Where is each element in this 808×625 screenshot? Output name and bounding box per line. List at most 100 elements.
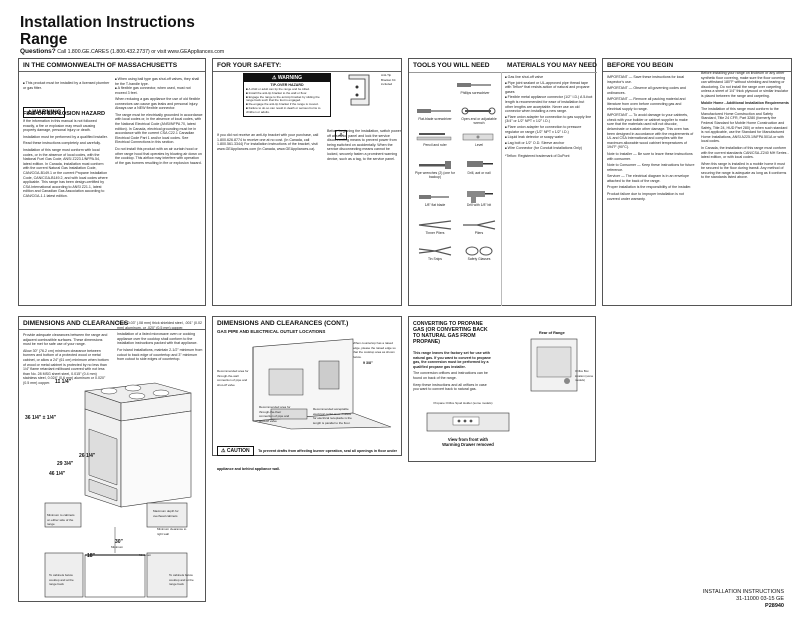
mass-bullet: A flexible gas connector, when used, mus… bbox=[115, 86, 203, 95]
questions-label: Questions? bbox=[20, 48, 56, 55]
tools-heading: TOOLS YOU WILL NEED bbox=[413, 62, 490, 69]
tool-label: Open-end or adjustable wrench bbox=[461, 117, 497, 125]
title-line-1: Installation Instructions bbox=[20, 14, 195, 31]
dim-depth-door-open: 46 1/4" bbox=[49, 471, 66, 477]
anti-tip-bracket-illustration bbox=[348, 74, 370, 106]
material-item: Flare union adapter for connection to ga… bbox=[505, 115, 593, 124]
convert-text-a: The conversion orifices and instructions… bbox=[413, 371, 488, 380]
panel-safety: FOR YOUR SAFETY: ⚠ WARNING TIP-OVER HAZA… bbox=[212, 58, 402, 306]
footer-line-1: INSTALLATION INSTRUCTIONS bbox=[702, 589, 784, 595]
screwdriver-icon bbox=[457, 83, 491, 87]
mass-heading: IN THE COMMONWEALTH OF MASSACHUSETTS bbox=[19, 59, 205, 72]
questions-line: Questions? Call 1.800.GE.CARES (1.800.43… bbox=[20, 48, 224, 55]
safety-glasses-icon bbox=[465, 246, 493, 256]
begin-column-1: IMPORTANT — Save these instructions for … bbox=[607, 75, 695, 201]
fire-text-c: Read these instructions completely and c… bbox=[23, 141, 101, 146]
tip-line: Engage the range to the anti-tip bracket… bbox=[246, 95, 328, 104]
mobile-home-heading: Mobile Home - Additional Installation Re… bbox=[701, 100, 789, 105]
tip-line: Re-engage the anti-tip bracket if the ra… bbox=[246, 102, 328, 107]
tool-label: Phillips screwdriver bbox=[460, 91, 490, 95]
pipe-note-wall: Recommended area for through-the-wall co… bbox=[217, 369, 249, 387]
range-illustration bbox=[84, 382, 192, 508]
clearance-note: Maximum depth for overhead cabinets bbox=[153, 509, 179, 518]
footer-info: INSTALLATION INSTRUCTIONS 31-11000 03-15… bbox=[703, 589, 784, 610]
orifice-box-label: Orifice Box location (some models) bbox=[575, 369, 594, 383]
warming-drawer-illustration bbox=[426, 412, 510, 432]
pliers-icon bbox=[463, 220, 496, 230]
fire-warning-block: ⚠WARNING bbox=[23, 101, 203, 119]
wrench-icon bbox=[461, 107, 496, 115]
tool-label: Flat-blade screwdriver bbox=[418, 117, 452, 121]
material-item: Pipe joint sealant or UL-approved pipe t… bbox=[505, 81, 593, 95]
dims2-subheading: GAS PIPE AND ELECTRICAL OUTLET LOCATIONS bbox=[217, 329, 326, 334]
begin-heading: BEFORE YOU BEGIN bbox=[603, 59, 791, 72]
tip-line: Failure to do so can result in death or … bbox=[246, 106, 328, 115]
panel-tools-materials: TOOLS YOU WILL NEED MATERIALS YOU MAY NE… bbox=[408, 58, 597, 306]
begin-paragraph: Note to Installer — Be sure to leave the… bbox=[607, 151, 693, 161]
dims-text-d: Installation of a listed microwave oven … bbox=[117, 332, 198, 346]
tip-warning-label: ⚠ WARNING bbox=[244, 74, 330, 82]
safety-body-text: If you did not receive an anti-tip brack… bbox=[217, 133, 319, 151]
screwdriver-icon bbox=[417, 109, 451, 113]
replace-warning-badge: ⚠ bbox=[335, 123, 348, 141]
dims2-heading: DIMENSIONS AND CLEARANCES (CONT.) bbox=[217, 320, 349, 327]
safety-heading: FOR YOUR SAFETY: bbox=[213, 59, 401, 72]
material-item: Flare union adapter for connection to pr… bbox=[505, 125, 593, 134]
footer-line-2: 31-11000 03-15 GE bbox=[736, 596, 784, 602]
cabinet-clearance-diagram bbox=[44, 502, 188, 598]
tool-label: Pencil and ruler bbox=[423, 143, 447, 147]
convert-text-b: Keep these instructions and all orifices… bbox=[413, 382, 487, 392]
begin-paragraph: IMPORTANT — Remove all packing material … bbox=[607, 97, 686, 111]
begin-paragraph: Note to Consumer — Keep these instructio… bbox=[607, 163, 695, 172]
fire-text-f: The range must be electrically grounded … bbox=[115, 112, 203, 145]
material-item: Gas line shut-off valve bbox=[505, 75, 593, 80]
tool-label: 1/8" flat blade bbox=[424, 203, 446, 207]
tinner-pliers-icon bbox=[418, 220, 452, 230]
panel-dimensions: DIMENSIONS AND CLEARANCES Provide adequa… bbox=[18, 316, 206, 602]
countertop-note: When countertop has a raised edge, pleas… bbox=[353, 341, 396, 359]
clearance-note: Minimum to cabinets on either side of th… bbox=[47, 513, 75, 527]
begin-paragraph: Product failure due to improper installa… bbox=[607, 192, 684, 201]
tool-label: Drill with 1/8" bit bbox=[466, 203, 492, 207]
dims-text-b: Allow 30" (76.2 cm) minimum clearance be… bbox=[23, 348, 109, 385]
mass-bullet: When using ball type gas shut-off valves… bbox=[115, 77, 203, 86]
begin-paragraph: IMPORTANT — Observe all governing codes … bbox=[607, 86, 686, 95]
begin-paragraph: IMPORTANT — To avoid damage to your cabi… bbox=[607, 113, 694, 150]
convert-bold-text: This range leaves the factory set for us… bbox=[413, 351, 491, 369]
tip-line: Install the anti-tip bracket to the wall… bbox=[246, 91, 328, 96]
tip-over-warning: ⚠ WARNING TIP-OVER HAZARD A child or adu… bbox=[243, 73, 331, 117]
warning-badge: ⚠WARNING bbox=[23, 107, 66, 118]
tip-over-title: TIP-OVER HAZARD bbox=[270, 83, 304, 87]
caution-badge: ⚠ CAUTION bbox=[217, 446, 254, 456]
caution-text: To prevent drafts from affecting burner … bbox=[217, 449, 398, 471]
safety-replace-text: Before beginning the installation, switc… bbox=[327, 129, 401, 161]
materials-list: Gas line shut-off valve Pipe joint seala… bbox=[505, 75, 593, 159]
tool-label: Drill, awl or nail bbox=[467, 171, 491, 175]
dim-9-3-8: 9 3/8" bbox=[363, 361, 373, 365]
level-icon bbox=[462, 133, 494, 141]
dim-cooktop-height: 11 1/4" bbox=[55, 379, 71, 385]
tool-label: Level bbox=[474, 143, 484, 147]
dims-heading: DIMENSIONS AND CLEARANCES bbox=[19, 317, 205, 330]
tool-label: Tin Snips bbox=[427, 257, 442, 261]
fire-text-a: If the information in this manual is not… bbox=[23, 119, 97, 133]
spud-holder-label: Propane Orifice Spud Holder (some models… bbox=[433, 401, 493, 405]
begin-paragraph: The installation of this range must conf… bbox=[701, 107, 788, 144]
material-item: Liquid leak detector or soapy water bbox=[505, 135, 593, 140]
clearance-note: Minimum bbox=[111, 545, 124, 549]
materials-heading: MATERIALS YOU MAY NEED bbox=[507, 62, 597, 69]
document-title: Installation Instructions Range bbox=[20, 14, 195, 48]
dim-width: 26 1/4" bbox=[79, 453, 96, 459]
begin-paragraph: Proper installation is the responsibilit… bbox=[607, 185, 692, 190]
panel-convert-propane: CONVERTING TO PROPANE GAS (OR CONVERTING… bbox=[408, 316, 596, 462]
outlet-note: Recommended acceptable electrical outlet… bbox=[313, 407, 352, 425]
tool-label: Pipe wrenches (2) (one for backup) bbox=[415, 171, 455, 179]
questions-text: Call 1.800.GE.CARES (1.800.432.2737) or … bbox=[57, 49, 225, 55]
panel-dimensions-cont: DIMENSIONS AND CLEARANCES (CONT.) GAS PI… bbox=[212, 316, 402, 471]
rear-of-range-illustration bbox=[530, 338, 578, 392]
flat-blade-icon bbox=[419, 195, 449, 199]
dim-18-inch: 18" bbox=[87, 553, 95, 559]
warning-triangle-icon: ⚠ bbox=[27, 110, 33, 116]
power-drill-icon bbox=[467, 191, 493, 203]
fire-text-e: Installation of this range must conform … bbox=[23, 147, 108, 198]
